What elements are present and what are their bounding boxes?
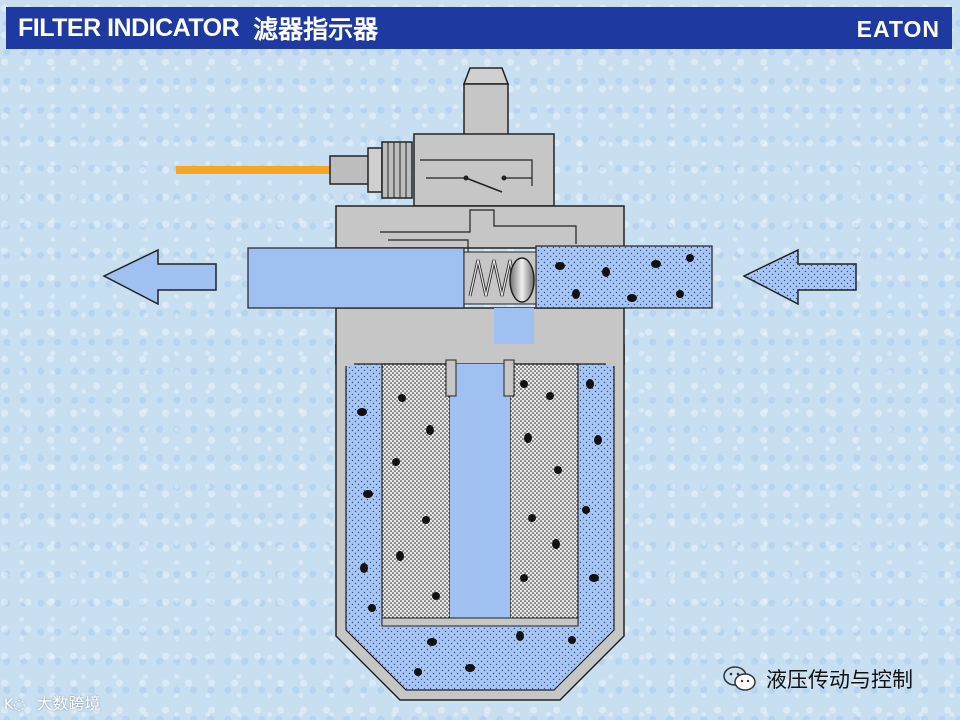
watermark-right: 液压传动与控制 — [722, 664, 913, 694]
bypass-spring — [463, 251, 537, 305]
title-chinese: 滤器指示器 — [253, 15, 379, 44]
watermark-mark: K◌ — [4, 697, 26, 713]
inlet-arrow-icon — [742, 248, 857, 306]
contaminant-particles — [357, 254, 694, 676]
outlet-channel — [247, 247, 465, 309]
wechat-icon — [723, 666, 756, 691]
watermark-right-text: 液压传动与控制 — [766, 668, 913, 692]
electrical-connector — [329, 141, 413, 199]
title-english: FILTER INDICATOR — [18, 13, 240, 42]
eaton-logo: EATON — [856, 16, 940, 42]
switch-housing — [413, 67, 555, 207]
title-bar: FILTER INDICATOR 滤器指示器 EATON — [6, 7, 952, 49]
inlet-channel — [535, 245, 713, 309]
watermark-left-text: 大数跨境 — [36, 694, 101, 713]
signal-wire — [176, 166, 336, 174]
outlet-arrow-icon — [102, 248, 217, 306]
watermark-left: K◌ 大数跨境 — [4, 690, 101, 714]
filter-element — [381, 359, 579, 627]
